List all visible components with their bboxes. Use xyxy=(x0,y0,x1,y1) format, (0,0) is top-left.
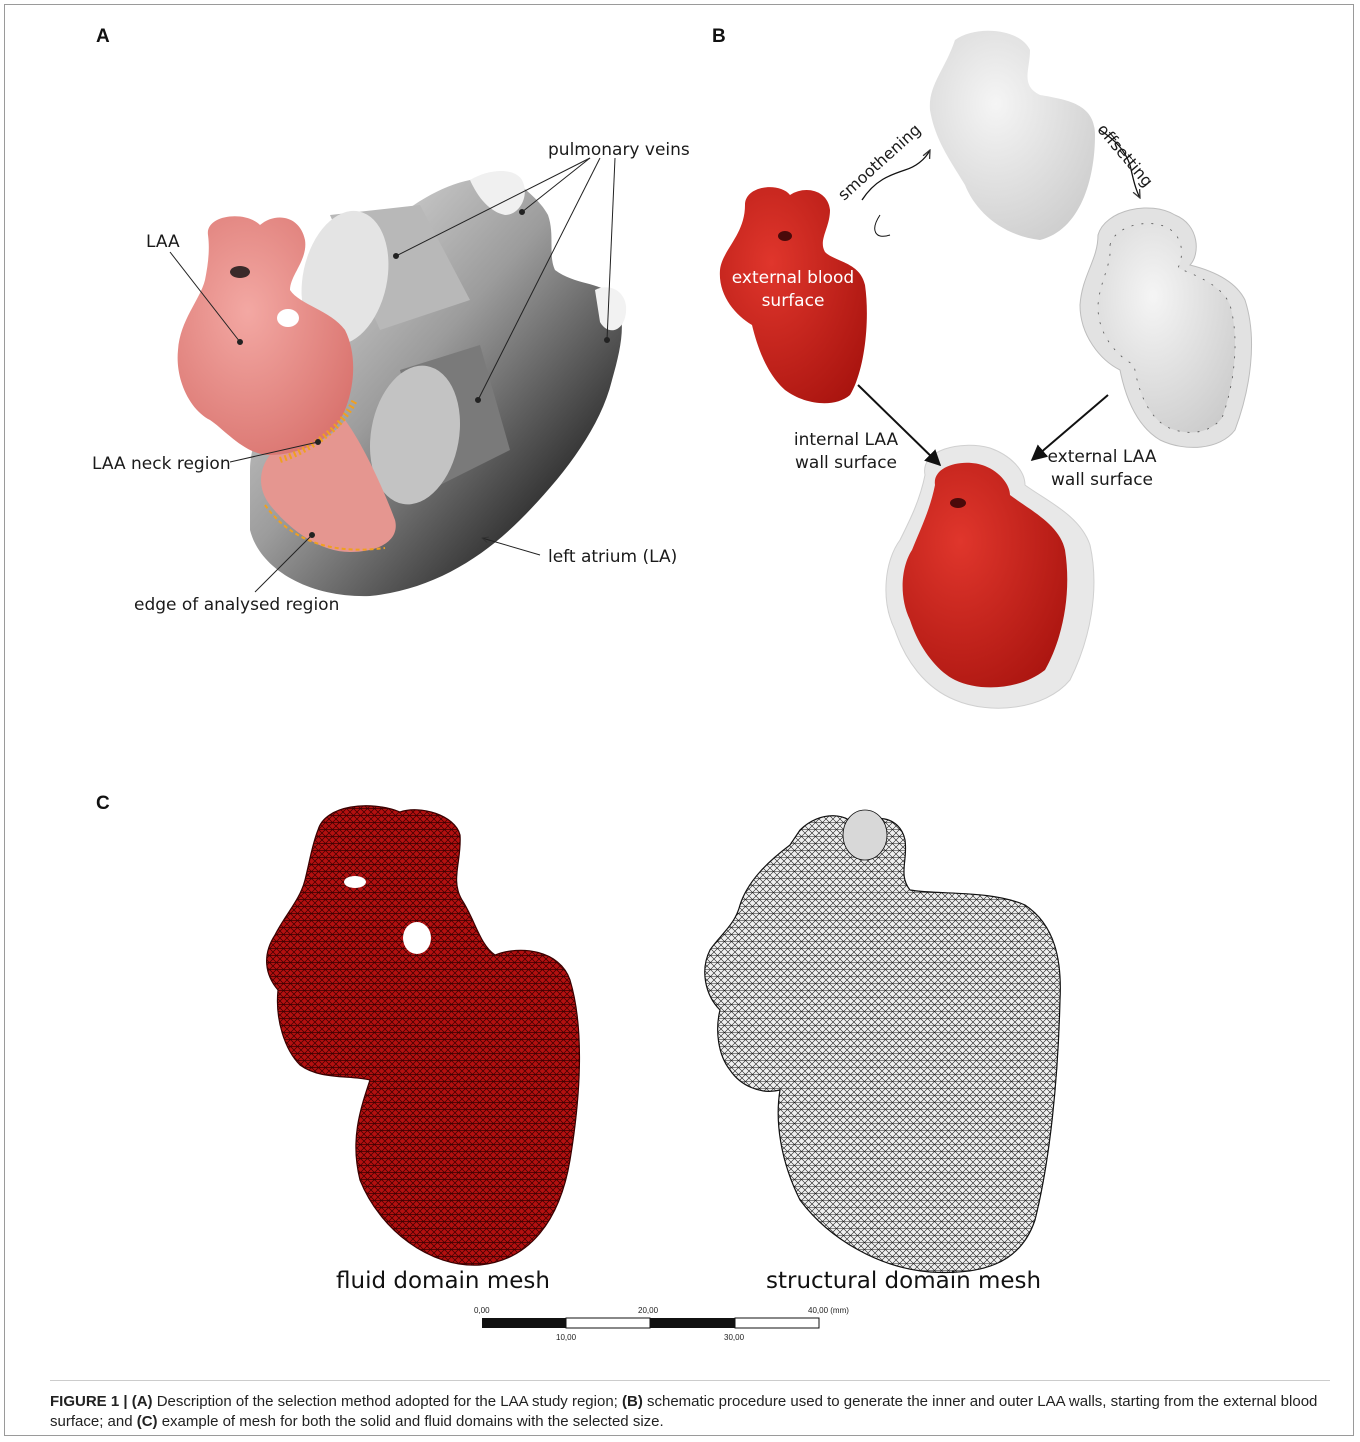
caption-figure-label: FIGURE 1 | xyxy=(50,1393,128,1410)
fluid-mesh-label: fluid domain mesh xyxy=(336,1268,550,1294)
external-wall-label-2: wall surface xyxy=(1042,470,1162,490)
caption-separator xyxy=(50,1380,1330,1381)
caption-c-text: example of mesh for both the solid and f… xyxy=(158,1413,664,1430)
edge-region-label: edge of analysed region xyxy=(134,595,339,615)
caption-a-tag: (A) xyxy=(132,1393,153,1410)
offset-gray-model xyxy=(1080,208,1252,447)
structural-domain-mesh-model xyxy=(705,810,1061,1272)
scale-tick-label: 20,00 xyxy=(638,1306,658,1315)
laa-neck-region-label: LAA neck region xyxy=(92,454,231,474)
scale-bar xyxy=(482,1318,819,1328)
fluid-domain-mesh-model xyxy=(267,806,580,1265)
scale-tick-label: 40,00 (mm) xyxy=(808,1306,849,1315)
caption-b-tag: (B) xyxy=(622,1393,643,1410)
caption-c-tag: (C) xyxy=(137,1413,158,1430)
scale-tick-label: 10,00 xyxy=(556,1333,576,1342)
panel-c-letter: C xyxy=(96,793,110,815)
panel-a-letter: A xyxy=(96,26,110,48)
internal-wall-label-2: wall surface xyxy=(786,453,906,473)
smoothed-gray-model xyxy=(930,31,1095,240)
left-atrium-label: left atrium (LA) xyxy=(548,547,677,567)
structural-mesh-label: structural domain mesh xyxy=(766,1268,1041,1294)
pulmonary-veins-label: pulmonary veins xyxy=(548,140,690,160)
scale-tick-label: 30,00 xyxy=(724,1333,744,1342)
figure-caption: FIGURE 1 | (A) Description of the select… xyxy=(50,1392,1320,1432)
scale-tick-label: 0,00 xyxy=(474,1306,490,1315)
external-blood-label-2: surface xyxy=(728,291,858,311)
external-wall-label-1: external LAA xyxy=(1042,447,1162,467)
internal-wall-label-1: internal LAA xyxy=(786,430,906,450)
panel-b-letter: B xyxy=(712,26,726,48)
external-blood-label-1: external blood xyxy=(728,268,858,288)
caption-a-text: Description of the selection method adop… xyxy=(153,1393,622,1410)
laa-label: LAA xyxy=(146,232,180,252)
